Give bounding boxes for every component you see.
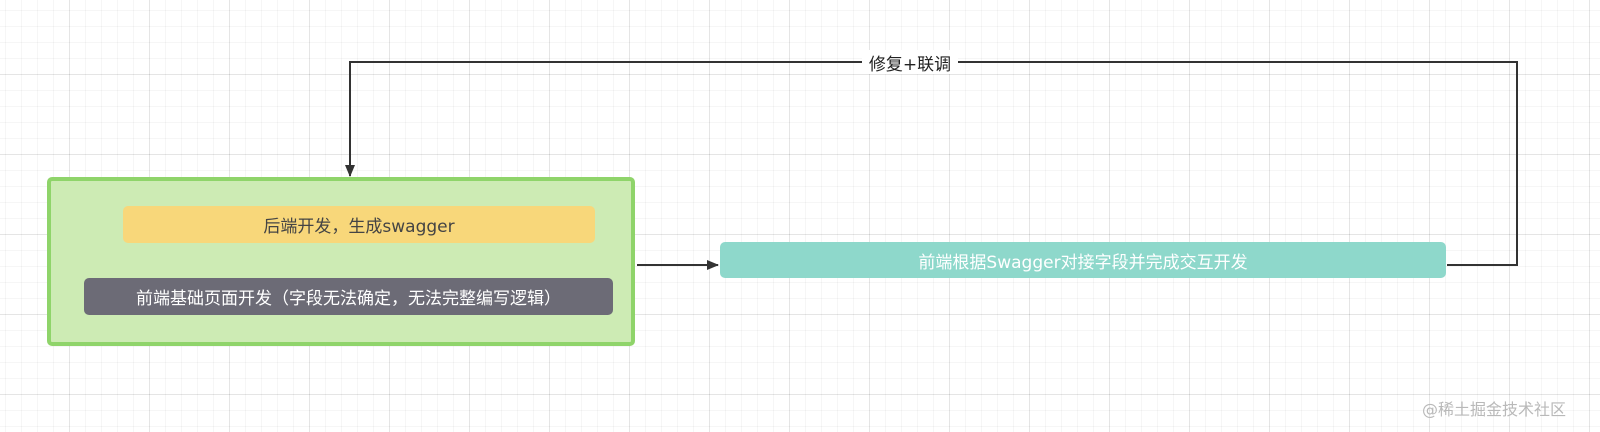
backend-dev-node[interactable]: 后端开发，生成swagger [123,206,595,243]
frontend-base-dev-label: 前端基础页面开发（字段无法确定，无法完整编写逻辑） [136,289,561,309]
backend-dev-label: 后端开发，生成swagger [263,217,455,237]
frontend-swagger-integration-node[interactable]: 前端根据Swagger对接字段并完成交互开发 [720,242,1446,278]
development-group[interactable] [47,177,635,346]
feedback-edge-label: 修复+联调 [862,50,958,75]
frontend-base-dev-node[interactable]: 前端基础页面开发（字段无法确定，无法完整编写逻辑） [84,278,613,315]
frontend-swagger-integration-label: 前端根据Swagger对接字段并完成交互开发 [918,252,1248,273]
arrow-feedback-loop [345,61,1518,266]
watermark: @稀土掘金技术社区 [1421,400,1566,419]
